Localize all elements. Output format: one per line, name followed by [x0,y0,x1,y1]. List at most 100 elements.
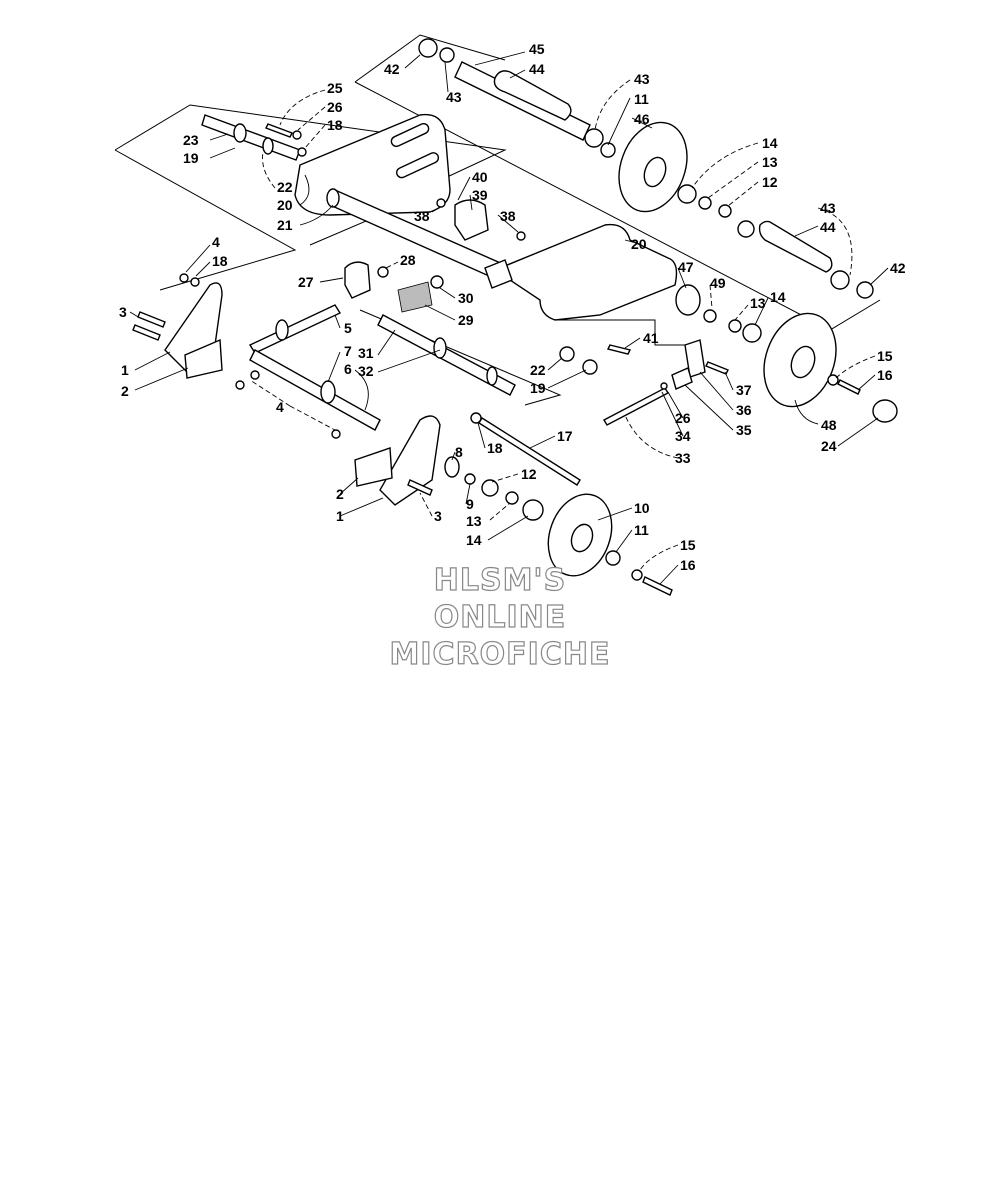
leader-13-b [734,304,749,321]
leader-20-a [299,174,310,206]
callout-26-right: 26 [675,410,691,426]
upper-arm-slot-2 [395,152,440,179]
bolt-3-left-b [132,324,161,341]
leader-2-b [339,477,359,495]
leader-2-a [134,367,189,391]
callout-5: 5 [344,320,352,336]
leader-46 [631,117,653,129]
leader-43 [444,61,449,93]
nut-4-top [179,273,189,283]
bracket-2-left [184,338,223,379]
leader-20-b [624,239,641,245]
callout-44-right: 44 [820,219,836,235]
frame-right-arm [555,319,700,346]
washer-26 [292,130,302,140]
callout-30: 30 [458,290,474,306]
leader-13-a [707,161,759,199]
upper-arm-assembly [201,113,526,281]
callout-14-top: 14 [762,135,778,151]
leader-38-b [497,214,519,233]
washer-49 [703,309,717,323]
leader-18-c [477,422,486,449]
bearing-43-right [737,220,755,238]
pivot-shaft-collar-2 [486,366,498,386]
washer-18-right [470,412,482,424]
callout-10: 10 [634,500,650,516]
callout-42-right: 42 [890,260,906,276]
washer-18-left [190,277,200,287]
bolt-16-bottom [642,576,673,596]
callout-1-top: 1 [121,362,129,378]
callout-15-bottom: 15 [680,537,696,553]
bushing-30 [430,275,444,289]
leader-34 [661,391,684,437]
callout-33: 33 [675,450,691,466]
adjuster-33 [603,387,669,426]
callout-20-right: 20 [631,236,647,252]
bolt-16-right [837,379,861,395]
callout-11-bottom: 11 [634,522,649,538]
idler-tube-44-right [758,220,833,273]
center-pivot-assembly [344,261,516,396]
callout-44-top: 44 [529,61,545,77]
leader-1-a [134,351,171,371]
nut-34 [660,382,668,390]
shaft-5 [248,304,342,354]
callout-18-bottom: 18 [487,440,503,456]
bearing-43-top [439,47,455,63]
leader-14-b [754,297,769,326]
callout-32: 32 [358,363,374,379]
callout-3-top: 3 [119,304,127,320]
leader-19-a [209,147,236,159]
callout-46: 46 [634,111,650,127]
right-arm-assembly [484,223,762,426]
callout-28: 28 [400,252,416,268]
callout-43-right: 43 [820,200,836,216]
callout-4-mid: 4 [276,399,284,415]
leader-39 [469,194,473,211]
callout-31: 31 [358,345,374,361]
callout-9: 9 [466,496,474,512]
bolt-41 [606,344,632,355]
leader-37 [724,371,734,391]
cap-24 [872,399,898,423]
callout-16-bottom: 16 [680,557,696,573]
callout-45: 45 [529,41,545,57]
right-cross-tube [484,259,513,289]
callout-12-top: 12 [762,174,778,190]
frame-top-idler [354,34,506,83]
leader-16-a [857,374,876,391]
washer-42-top [418,38,438,58]
callout-2-bottom: 2 [336,486,344,502]
callout-21: 21 [277,217,293,233]
leader-45 [474,51,526,66]
leader-26 [297,106,326,131]
block-39 [454,199,489,241]
leader-42-c [869,267,889,286]
callout-43-mid: 43 [634,71,650,87]
callout-3-bottom: 3 [434,508,442,524]
callout-22-right: 22 [530,362,546,378]
callout-29: 29 [458,312,474,328]
leader-3-b [419,492,433,517]
idler-shaft-45 [454,61,591,141]
leader-8 [451,451,456,461]
bolt-3-left-a [137,311,166,328]
leader-12-a [727,181,759,207]
leader-28 [385,261,399,269]
leader-5 [334,314,341,329]
bearing-14-top [677,184,697,204]
leader-43-c [817,207,853,276]
lower-assembly [132,273,581,521]
washer-15-right [827,374,839,386]
frame-upper-left-side [114,149,297,291]
leader-33 [624,414,679,459]
washer-19-right [582,359,598,375]
callout-22-top: 22 [277,179,293,195]
callout-13-right: 13 [750,295,766,311]
right-wheel [763,312,898,423]
idler-tube-44 [493,70,572,121]
callout-1-bottom: 1 [336,508,344,524]
nut-38-a [436,198,446,208]
leader-47 [677,267,687,289]
